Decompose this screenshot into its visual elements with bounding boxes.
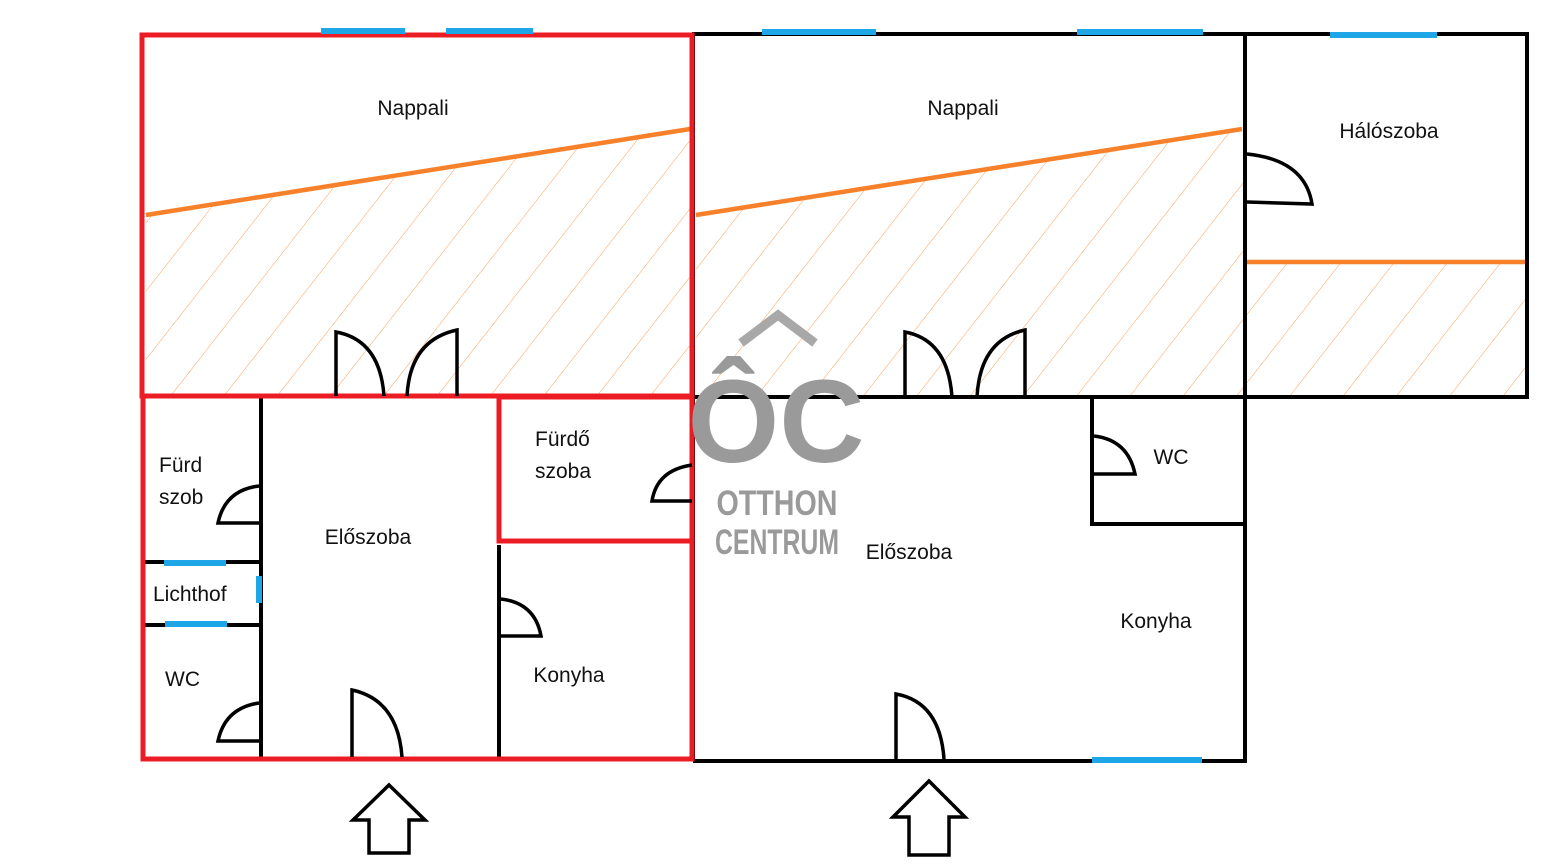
terrace-line-middle — [695, 126, 1243, 218]
watermark-line2: CENTRUM — [715, 523, 839, 562]
terrace-hatch-right — [1247, 262, 1525, 395]
room-label-haloszoba: Hálószoba — [1339, 120, 1439, 143]
room-label-nappali-right: Nappali — [927, 97, 998, 120]
doors — [215, 152, 1315, 760]
watermark-logo: ÔC OTTHON CENTRUM — [688, 309, 865, 562]
room-label-furd-left-2: szob — [159, 486, 203, 509]
room-label-furdo-mid-2: szoba — [535, 460, 591, 483]
highlight-outline — [139, 32, 695, 762]
room-label-lichthof: Lichthof — [153, 583, 227, 606]
watermark-line1: OTTHON — [717, 484, 838, 523]
room-label-eloszoba-right: Előszoba — [866, 541, 953, 564]
room-label-konyha-right: Konyha — [1120, 610, 1192, 633]
entrance-arrow-right — [888, 778, 970, 857]
entrance-arrow-left — [348, 782, 430, 855]
watermark-letters: ÔC — [688, 355, 865, 488]
room-label-furd-left-1: Fürd — [159, 454, 202, 477]
room-label-furdo-mid-1: Fürdő — [535, 428, 590, 451]
room-label-konyha-mid: Konyha — [533, 664, 605, 687]
terrace-hatch-left — [146, 129, 690, 395]
room-label-wc-right: WC — [1154, 446, 1189, 469]
windows — [164, 28, 1437, 763]
room-label-wc-left: WC — [165, 668, 200, 691]
room-label-eloszoba-left: Előszoba — [325, 526, 412, 549]
room-label-nappali-left: Nappali — [377, 97, 448, 120]
terrace-line-left — [145, 126, 691, 218]
